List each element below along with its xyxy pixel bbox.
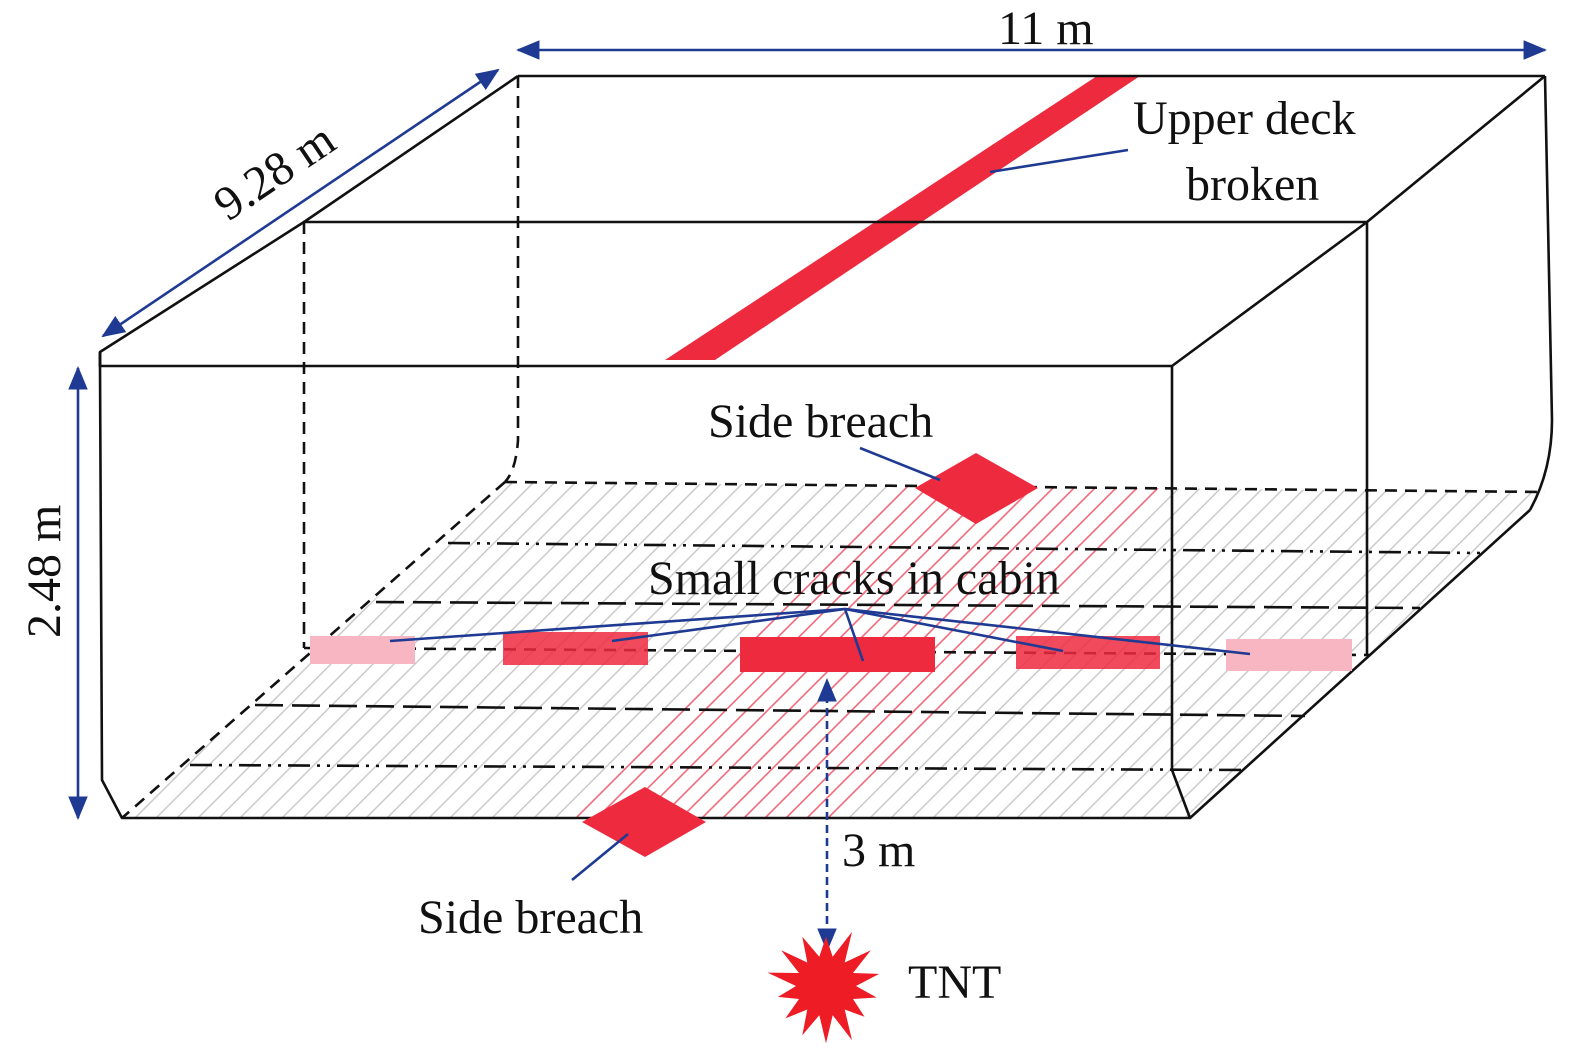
crack-5 (1226, 639, 1352, 671)
crack-leaders (389, 607, 1251, 662)
tnt-label: TNT (908, 956, 1001, 1009)
hatch-line (1445, 482, 1545, 818)
crack-2 (503, 632, 648, 665)
hatch-line (500, 482, 862, 818)
side-breach-top-patch (915, 453, 1038, 524)
crack-patches (310, 632, 1352, 672)
hatch-line (1403, 482, 1545, 818)
length-dimension-label: 11 m (998, 2, 1094, 55)
hatch-line (1529, 482, 1545, 818)
hatch-line (521, 482, 883, 818)
hatch-line (1551, 470, 1575, 830)
hatch-line (794, 482, 1156, 818)
hatch-line (1361, 482, 1545, 818)
upper-deck-leader (989, 148, 1129, 174)
small-cracks-label: Small cracks in cabin (648, 552, 1060, 605)
height-dimension-label: 2.48 m (18, 505, 71, 638)
hatch-line (815, 482, 1177, 818)
width-dimension-label: 9.28 m (205, 113, 345, 232)
upper-deck-break (665, 76, 1140, 360)
hatch-line (1487, 482, 1545, 818)
upper-deck-label-line1: Upper deck (1133, 92, 1356, 145)
hatch-line (542, 482, 904, 818)
hatch-line (1508, 482, 1545, 818)
side-breach-bottom-label: Side breach (418, 891, 643, 944)
side-breach-bottom-patch (582, 787, 706, 857)
upper-deck-label-line2: broken (1186, 158, 1319, 211)
hatch-line (1004, 482, 1366, 818)
side-breach-top-leader (859, 446, 941, 482)
hatch-line (1466, 482, 1545, 818)
crack-3 (740, 637, 935, 672)
width-dimension-arrow (101, 68, 500, 338)
explosion-star-icon (767, 931, 880, 1044)
hatch-line (479, 482, 841, 818)
floor-stripe-lines (189, 541, 1481, 772)
side-breach-top-label: Side breach (708, 395, 933, 448)
hatch-line (1319, 482, 1545, 818)
standoff-label: 3 m (842, 824, 915, 877)
side-breach-bottom-leader (571, 832, 629, 882)
